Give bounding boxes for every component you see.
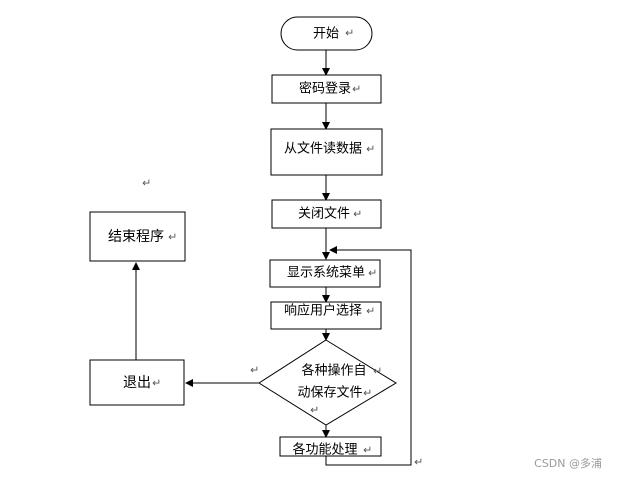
node-login — [271, 74, 382, 104]
node-exit — [89, 359, 185, 406]
return-mark-login: ↵ — [352, 83, 361, 96]
label-end: 结束程序 — [108, 229, 164, 245]
return-mark-read: ↵ — [366, 143, 375, 156]
return-mark-floating: ↵ — [142, 177, 151, 190]
return-mark-autosave-1: ↵ — [373, 365, 382, 378]
return-mark-end: ↵ — [168, 231, 177, 244]
label-close-file: 关闭文件 — [298, 207, 350, 222]
return-mark-close-file: ↵ — [353, 208, 362, 221]
label-autosave-line2: 动保存文件 — [297, 386, 362, 401]
label-exit: 退出 — [123, 375, 151, 391]
watermark: CSDN @多浦 — [534, 457, 602, 470]
label-show-menu: 显示系统菜单 — [287, 266, 365, 281]
node-end — [89, 211, 186, 262]
edge-loop-back — [325, 246, 412, 466]
node-respond — [270, 301, 382, 330]
return-mark-show-menu: ↵ — [368, 267, 377, 280]
return-mark-loop: ↵ — [414, 456, 423, 469]
node-show-menu — [269, 259, 381, 288]
return-mark-decision-left: ↵ — [250, 364, 259, 377]
node-close-file — [271, 199, 382, 229]
label-login: 密码登录 — [299, 81, 351, 97]
label-respond: 响应用户选择 — [284, 303, 362, 319]
node-autosave-decision — [258, 339, 397, 426]
label-autosave-line1: 各种操作自 — [301, 363, 366, 379]
return-mark-exit: ↵ — [152, 377, 161, 390]
node-process — [279, 436, 382, 457]
node-start — [280, 16, 373, 51]
label-start: 开始 — [313, 27, 339, 42]
return-mark-start: ↵ — [345, 27, 354, 40]
return-mark-decision-bottom: ↵ — [310, 404, 319, 417]
label-process: 各功能处理 — [292, 442, 357, 458]
label-read: 从文件读数据 — [284, 142, 362, 157]
return-mark-process: ↵ — [363, 444, 372, 457]
node-read — [270, 128, 383, 176]
return-mark-respond: ↵ — [366, 305, 375, 318]
return-mark-autosave-2: ↵ — [363, 387, 372, 400]
